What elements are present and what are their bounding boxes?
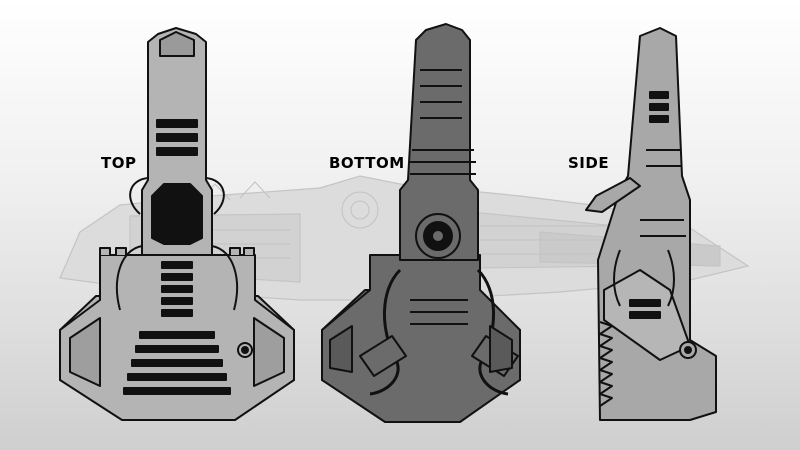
top-view-label: TOP — [101, 154, 137, 172]
side-view-label: SIDE — [568, 154, 610, 172]
bottom-view-label: BOTTOM — [329, 154, 405, 172]
